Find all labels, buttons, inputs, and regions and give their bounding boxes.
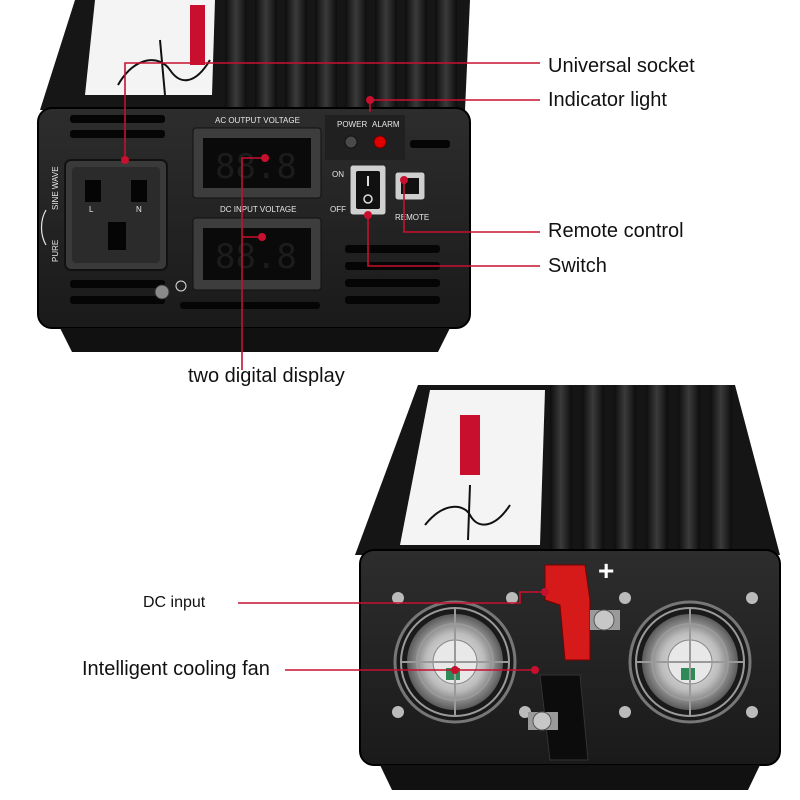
callout-intelligent-cooling-fan: Intelligent cooling fan: [82, 658, 270, 680]
plus-sign: +: [598, 555, 614, 586]
svg-text:88.8: 88.8: [215, 147, 297, 187]
svg-text:88.8: 88.8: [215, 237, 297, 277]
base-foot: [60, 328, 450, 352]
ground-screw: [154, 280, 187, 300]
ac-output-label: AC OUTPUT VOLTAGE: [215, 116, 300, 125]
dc-input-display: 88.8: [192, 217, 322, 291]
callout-universal-socket: Universal socket: [548, 55, 695, 77]
bottom-leader-lines: [238, 588, 549, 674]
bottom-inverter: +: [238, 385, 781, 790]
label-strip: [85, 0, 215, 95]
universal-socket: L N: [64, 159, 168, 271]
power-indicator-light: [344, 135, 358, 149]
bottom-heat-fins: [550, 385, 732, 550]
on-label: ON: [332, 170, 344, 179]
callout-two-digital-display: two digital display: [188, 365, 345, 387]
callout-indicator-light: Indicator light: [548, 89, 667, 111]
top-inverter: L N SINE WAVE PURE AC OUTPUT VOLTAGE 88.…: [37, 0, 540, 370]
power-label: POWER: [337, 120, 367, 129]
ac-output-display: 88.8: [192, 127, 322, 199]
negative-terminal: [528, 674, 589, 761]
alarm-indicator-light: [373, 135, 387, 149]
pure-label: PURE: [51, 240, 60, 262]
cooling-fan-right: [619, 592, 758, 724]
off-label: OFF: [330, 205, 346, 214]
alarm-label: ALARM: [372, 120, 400, 129]
callout-dc-input: DC input: [143, 594, 206, 611]
positive-terminal: +: [544, 555, 620, 661]
power-switch: [349, 164, 387, 216]
sine-logo: [117, 59, 211, 86]
socket-n-label: N: [136, 205, 142, 214]
callout-remote-control: Remote control: [548, 220, 684, 242]
socket-l-label: L: [89, 205, 94, 214]
callout-switch: Switch: [548, 255, 607, 277]
indicator-panel: POWER ALARM: [325, 115, 405, 160]
heat-fins: [225, 0, 457, 108]
sine-wave-label: SINE WAVE: [51, 166, 60, 210]
cooling-fan-left: [392, 592, 531, 724]
bottom-base-foot: [380, 765, 760, 790]
remote-label: REMOTE: [395, 213, 429, 222]
top-leader-lines: [121, 62, 540, 370]
dc-input-label: DC INPUT VOLTAGE: [220, 205, 296, 214]
